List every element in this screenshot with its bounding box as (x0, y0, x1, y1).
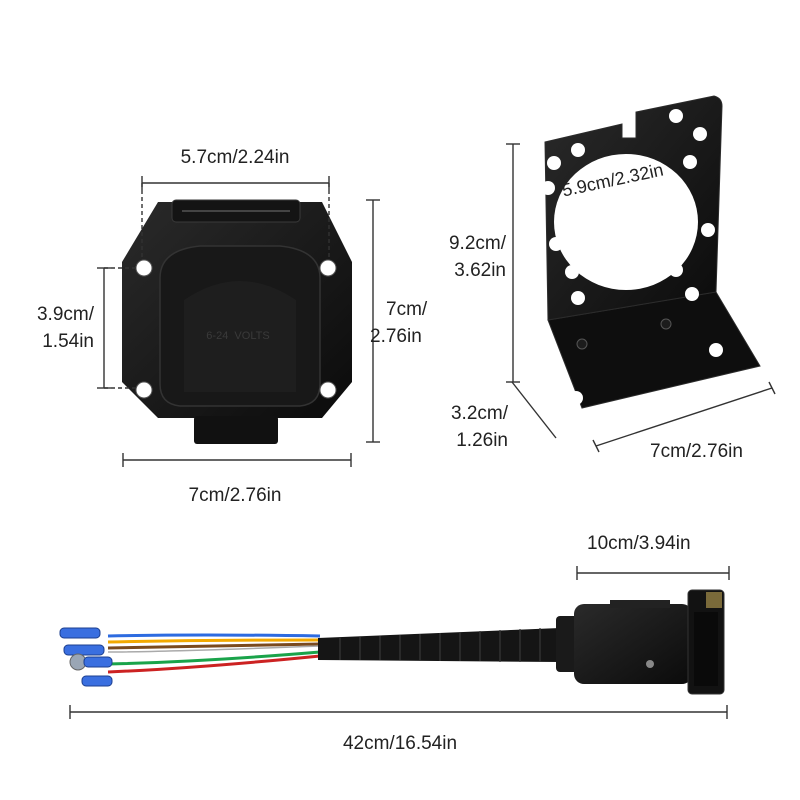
socket-plate (122, 199, 352, 444)
bracket-height-line1: 9.2cm/ (448, 233, 506, 254)
bracket-height-label: 9.2cm/ 3.62in (410, 232, 506, 282)
bracket-depth-label: 3.2cm/ 1.26in (412, 402, 508, 452)
cable-dimension-lines (69, 566, 730, 719)
socket-height-line2: 2.76in (370, 326, 422, 347)
mounting-bracket (541, 95, 761, 409)
socket-hole-spacing-line2: 1.54in (42, 331, 94, 352)
bracket-depth-line1: 3.2cm/ (450, 403, 508, 424)
bracket-depth-line2: 1.26in (456, 430, 508, 451)
total-length-label: 42cm/16.54in (342, 733, 458, 754)
socket-bottom-width-label: 7cm/2.76in (188, 485, 282, 506)
socket-hole-spacing-line1: 3.9cm/ (36, 304, 94, 325)
socket-top-width-label: 5.7cm/2.24in (180, 147, 290, 168)
socket-cover-text: 6-24 VOLTS (206, 330, 270, 342)
bracket-width-label: 7cm/2.76in (650, 441, 743, 462)
wire-harness (59, 589, 725, 695)
plug-length-label: 10cm/3.94in (587, 533, 691, 554)
socket-height-label: 7cm/ 2.76in (370, 298, 427, 348)
socket-dimension-lines (97, 176, 380, 467)
socket-height-line1: 7cm/ (386, 299, 428, 320)
bracket-dimension-lines (506, 143, 776, 453)
socket-hole-spacing-label: 3.9cm/ 1.54in (8, 303, 94, 353)
bracket-height-line2: 3.62in (454, 260, 506, 281)
